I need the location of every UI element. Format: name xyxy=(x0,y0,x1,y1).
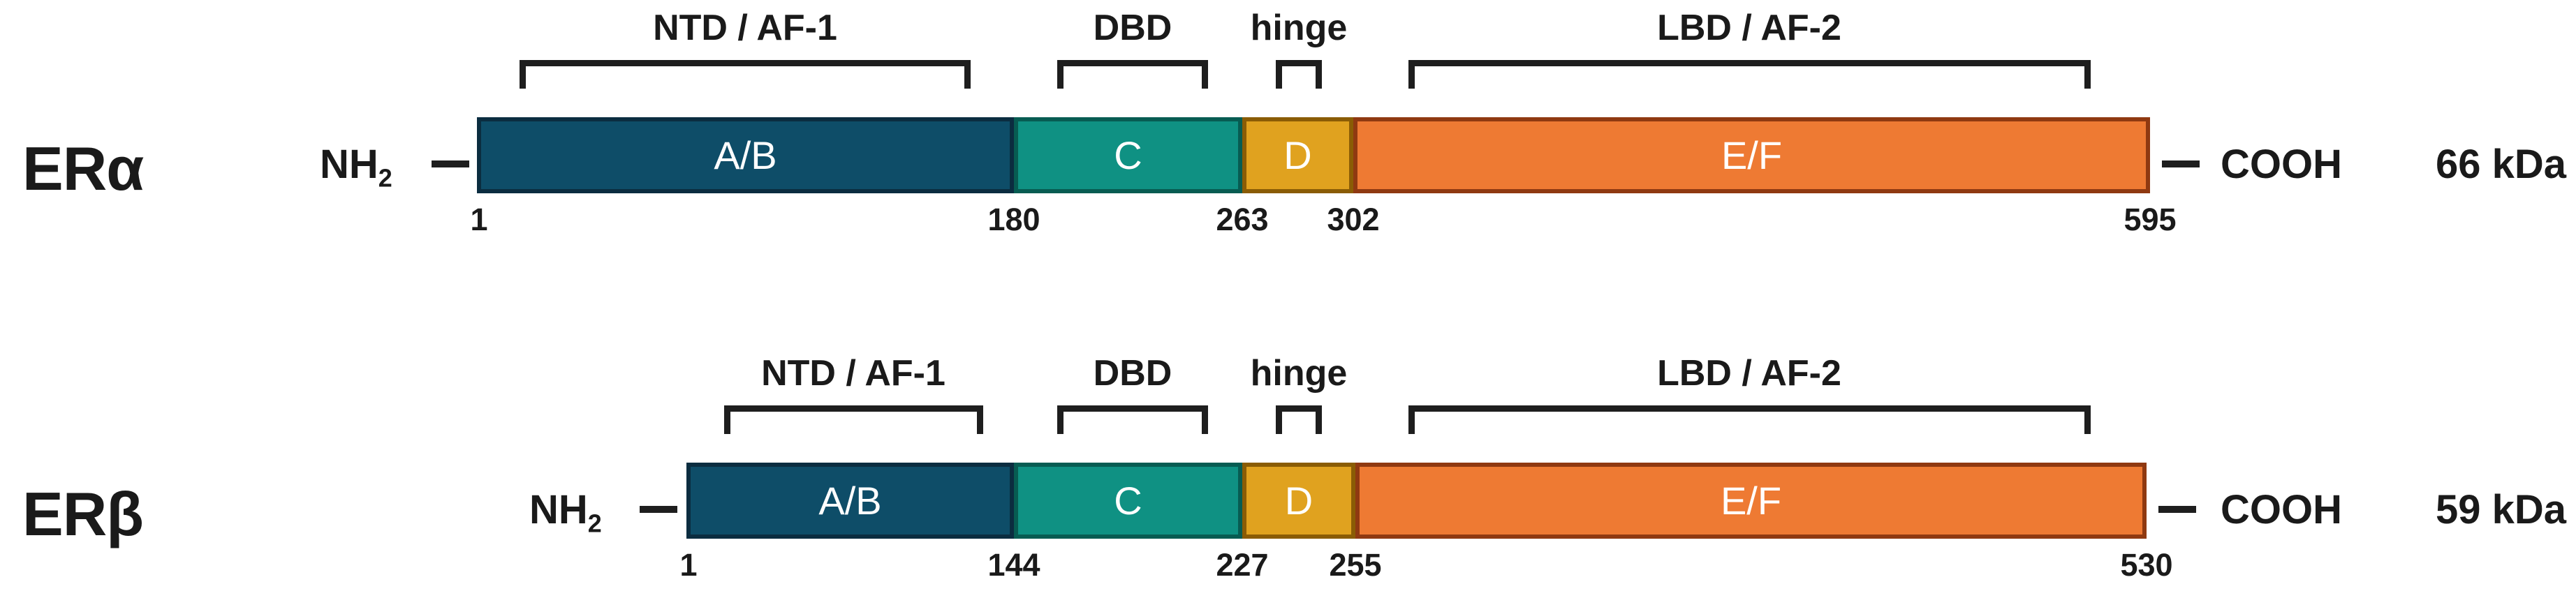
bracket-hinge xyxy=(1276,60,1322,89)
region-label-lbd-af2: LBD / AF-2 xyxy=(1657,8,1841,48)
domain-label-ef: E/F xyxy=(1721,133,1783,177)
domain-box-ab: A/B xyxy=(686,463,1014,539)
c-terminus-connector-line xyxy=(2162,160,2200,167)
residue-number: 255 xyxy=(1329,547,1382,583)
residue-number: 1 xyxy=(470,202,488,237)
molecular-weight: 59 kDa xyxy=(2436,487,2567,532)
c-terminus-label: COOH xyxy=(2221,142,2342,187)
residue-number: 302 xyxy=(1327,202,1380,237)
c-terminus-label: COOH xyxy=(2221,487,2342,532)
bracket-dbd xyxy=(1057,60,1208,89)
domain-box-c: C xyxy=(1014,463,1242,539)
bracket-hinge xyxy=(1276,405,1322,434)
domain-bar-er-beta: A/B C D E/F xyxy=(686,463,2147,539)
residue-number: 227 xyxy=(1216,547,1269,583)
c-terminus-connector-line xyxy=(2158,506,2196,513)
residue-number: 530 xyxy=(2120,547,2173,583)
region-label-dbd: DBD xyxy=(1093,353,1172,394)
residue-number: 144 xyxy=(987,547,1040,583)
domain-label-ab: A/B xyxy=(714,133,777,177)
bracket-ntd-af1 xyxy=(520,60,971,89)
domain-box-d: D xyxy=(1242,117,1353,193)
residue-number: 180 xyxy=(987,202,1040,237)
domain-box-ab: A/B xyxy=(477,117,1014,193)
n-terminus-connector-line xyxy=(640,506,677,513)
n-terminus-label: NH2 xyxy=(529,487,602,537)
receptor-name-er-alpha: ERα xyxy=(22,134,144,203)
region-label-hinge: hinge xyxy=(1250,353,1348,394)
bracket-ntd-af1 xyxy=(724,405,983,434)
domain-box-c: C xyxy=(1014,117,1242,193)
domain-bar-er-alpha: A/B C D E/F xyxy=(477,117,2150,193)
bracket-lbd-af2 xyxy=(1408,60,2091,89)
region-label-dbd: DBD xyxy=(1093,8,1172,48)
n-terminus-text: NH xyxy=(529,487,588,532)
domain-box-ef: E/F xyxy=(1355,463,2147,539)
n-terminus-text: NH xyxy=(320,142,378,187)
n-terminus-label: NH2 xyxy=(320,142,392,191)
region-label-hinge: hinge xyxy=(1250,8,1348,48)
domain-label-c: C xyxy=(1114,133,1142,177)
domain-box-d: D xyxy=(1242,463,1355,539)
residue-number: 595 xyxy=(2124,202,2177,237)
domain-label-d: D xyxy=(1284,478,1313,523)
domain-label-ab: A/B xyxy=(818,478,882,523)
domain-label-c: C xyxy=(1114,478,1142,523)
n-terminus-subscript: 2 xyxy=(587,509,602,538)
region-label-lbd-af2: LBD / AF-2 xyxy=(1657,353,1841,394)
domain-label-d: D xyxy=(1283,133,1312,177)
domain-box-ef: E/F xyxy=(1353,117,2150,193)
region-label-ntd-af1: NTD / AF-1 xyxy=(761,353,945,394)
region-label-ntd-af1: NTD / AF-1 xyxy=(653,8,837,48)
n-terminus-subscript: 2 xyxy=(378,163,392,193)
residue-number: 263 xyxy=(1216,202,1269,237)
receptor-name-er-beta: ERβ xyxy=(22,479,144,548)
residue-number: 1 xyxy=(679,547,698,583)
domain-label-ef: E/F xyxy=(1720,478,1782,523)
bracket-dbd xyxy=(1057,405,1208,434)
bracket-lbd-af2 xyxy=(1408,405,2091,434)
n-terminus-connector-line xyxy=(432,160,469,167)
molecular-weight: 66 kDa xyxy=(2436,142,2567,187)
